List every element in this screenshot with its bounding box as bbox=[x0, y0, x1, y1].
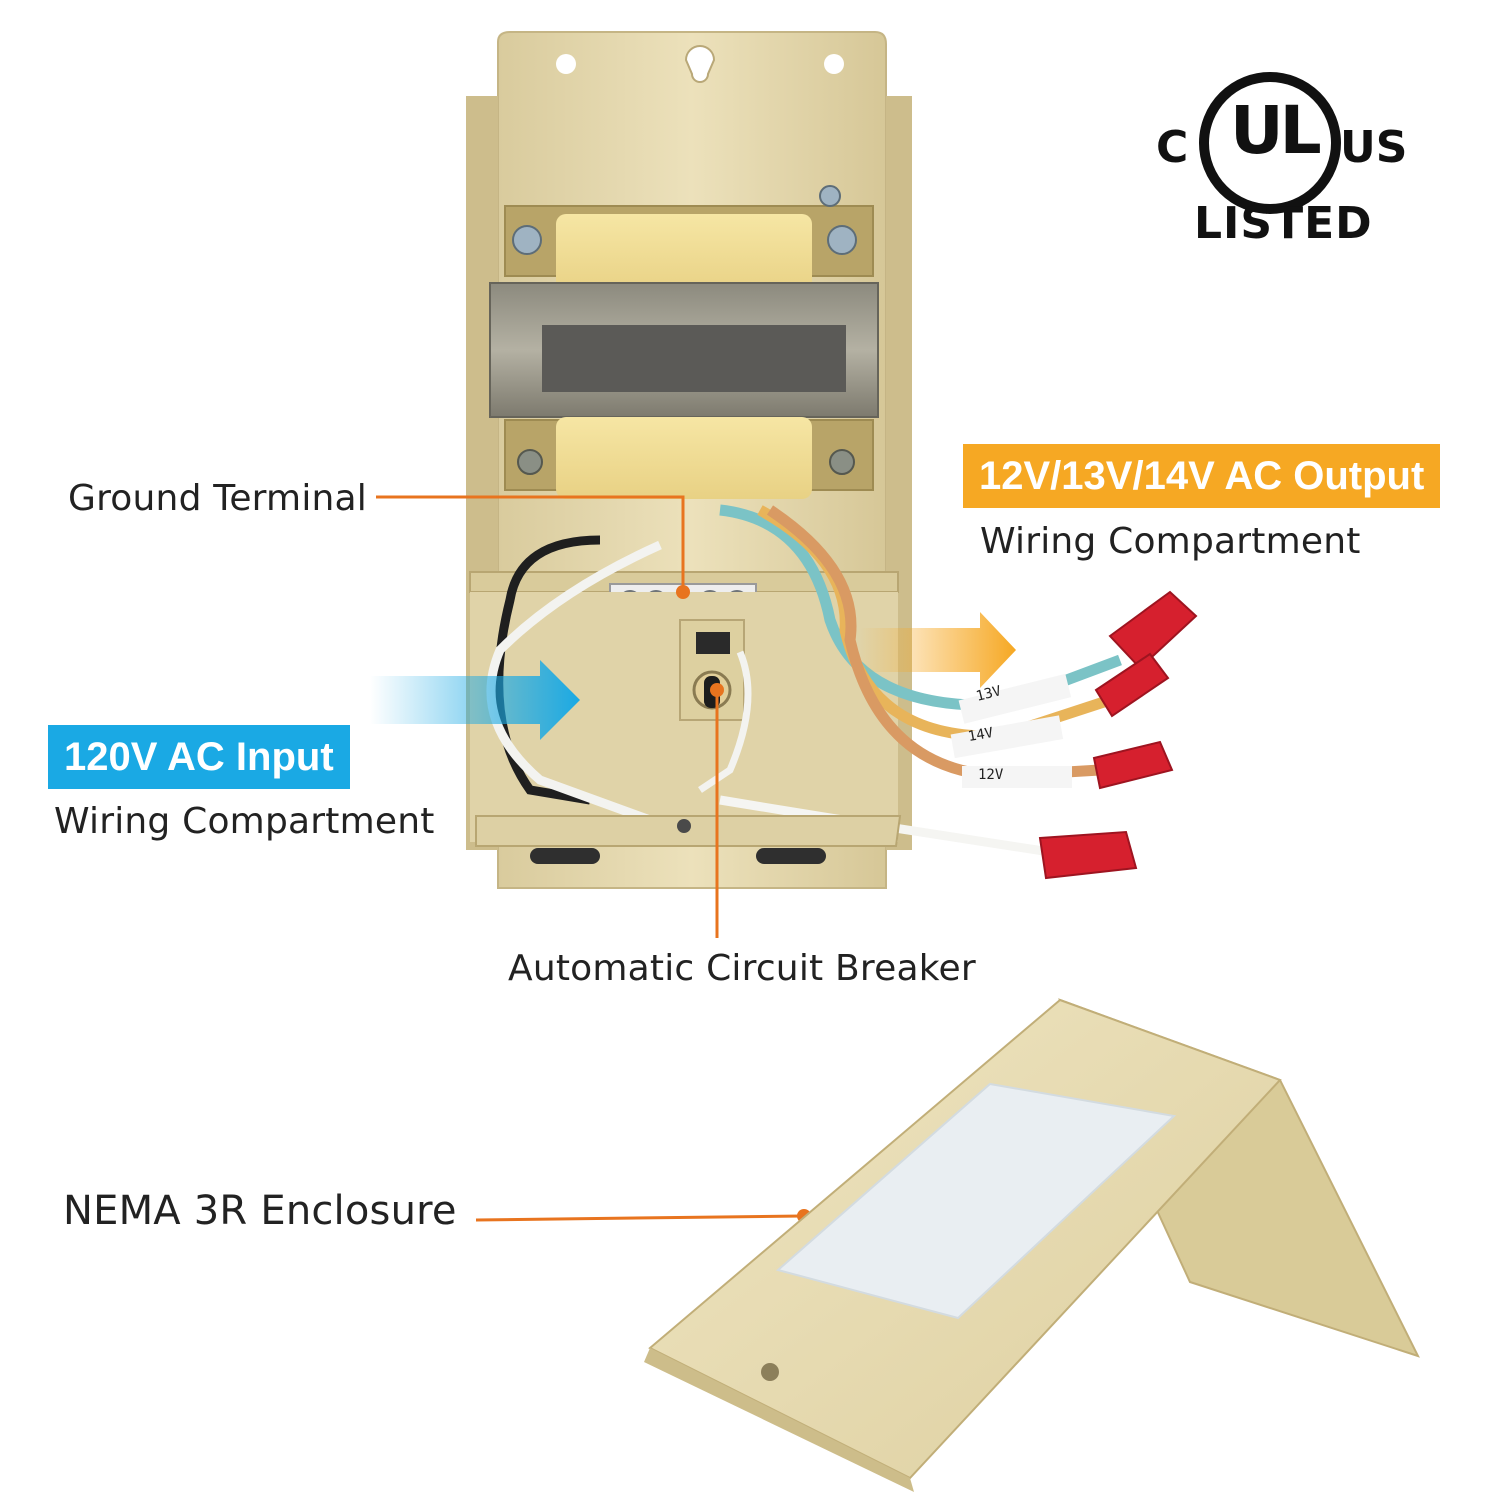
circuit-breaker-label: Automatic Circuit Breaker bbox=[508, 948, 976, 989]
ul-us-letters: US bbox=[1340, 122, 1408, 173]
input-wire-white bbox=[486, 540, 662, 825]
wire-tag-12v-label: 12V bbox=[978, 767, 1004, 783]
callout-lines bbox=[376, 495, 803, 1222]
ground-terminal-label: Ground Terminal bbox=[68, 478, 367, 519]
wire-tag-12v bbox=[962, 766, 1072, 788]
ul-logo-text: UL bbox=[1230, 92, 1322, 169]
wire-nut-icon bbox=[1038, 590, 1198, 880]
wire-tag-13v bbox=[958, 673, 1072, 724]
ground-terminal-callout-line bbox=[376, 495, 685, 590]
input-badge: 120V AC Input bbox=[48, 725, 350, 789]
keyhole-slot bbox=[684, 45, 716, 83]
wire-tag-14v bbox=[950, 715, 1064, 759]
output-badge: 12V/13V/14V AC Output bbox=[963, 444, 1441, 508]
wire-tags bbox=[950, 673, 1072, 788]
input-arrow-icon bbox=[370, 660, 580, 740]
output-wire-teal bbox=[719, 504, 1122, 711]
enclosure-label: NEMA 3R Enclosure bbox=[63, 1188, 457, 1234]
warning-label bbox=[775, 1082, 1177, 1320]
ul-listed-text: LISTED bbox=[1194, 198, 1373, 249]
output-subtitle: Wiring Compartment bbox=[980, 521, 1361, 562]
transformer-coil-bottom bbox=[556, 417, 812, 499]
circuit-breaker bbox=[696, 632, 730, 654]
callout-dot bbox=[710, 683, 724, 697]
input-subtitle: Wiring Compartment bbox=[54, 801, 435, 842]
mounting-hole-right bbox=[824, 54, 844, 74]
screw-icon bbox=[512, 185, 857, 475]
nema-enclosure-lid bbox=[644, 998, 1420, 1492]
mounting-hole-left bbox=[556, 54, 576, 74]
ul-listed-mark: C UL US LISTED bbox=[1150, 58, 1407, 258]
callout-dot bbox=[676, 585, 690, 599]
transformer-box bbox=[466, 31, 1122, 889]
output-wire-orange bbox=[766, 505, 1101, 782]
ul-c-letter: C bbox=[1156, 122, 1189, 173]
enclosure-callout-line bbox=[475, 1214, 803, 1222]
output-arrow-icon bbox=[860, 612, 1016, 688]
transformer-coil-top bbox=[556, 214, 812, 296]
